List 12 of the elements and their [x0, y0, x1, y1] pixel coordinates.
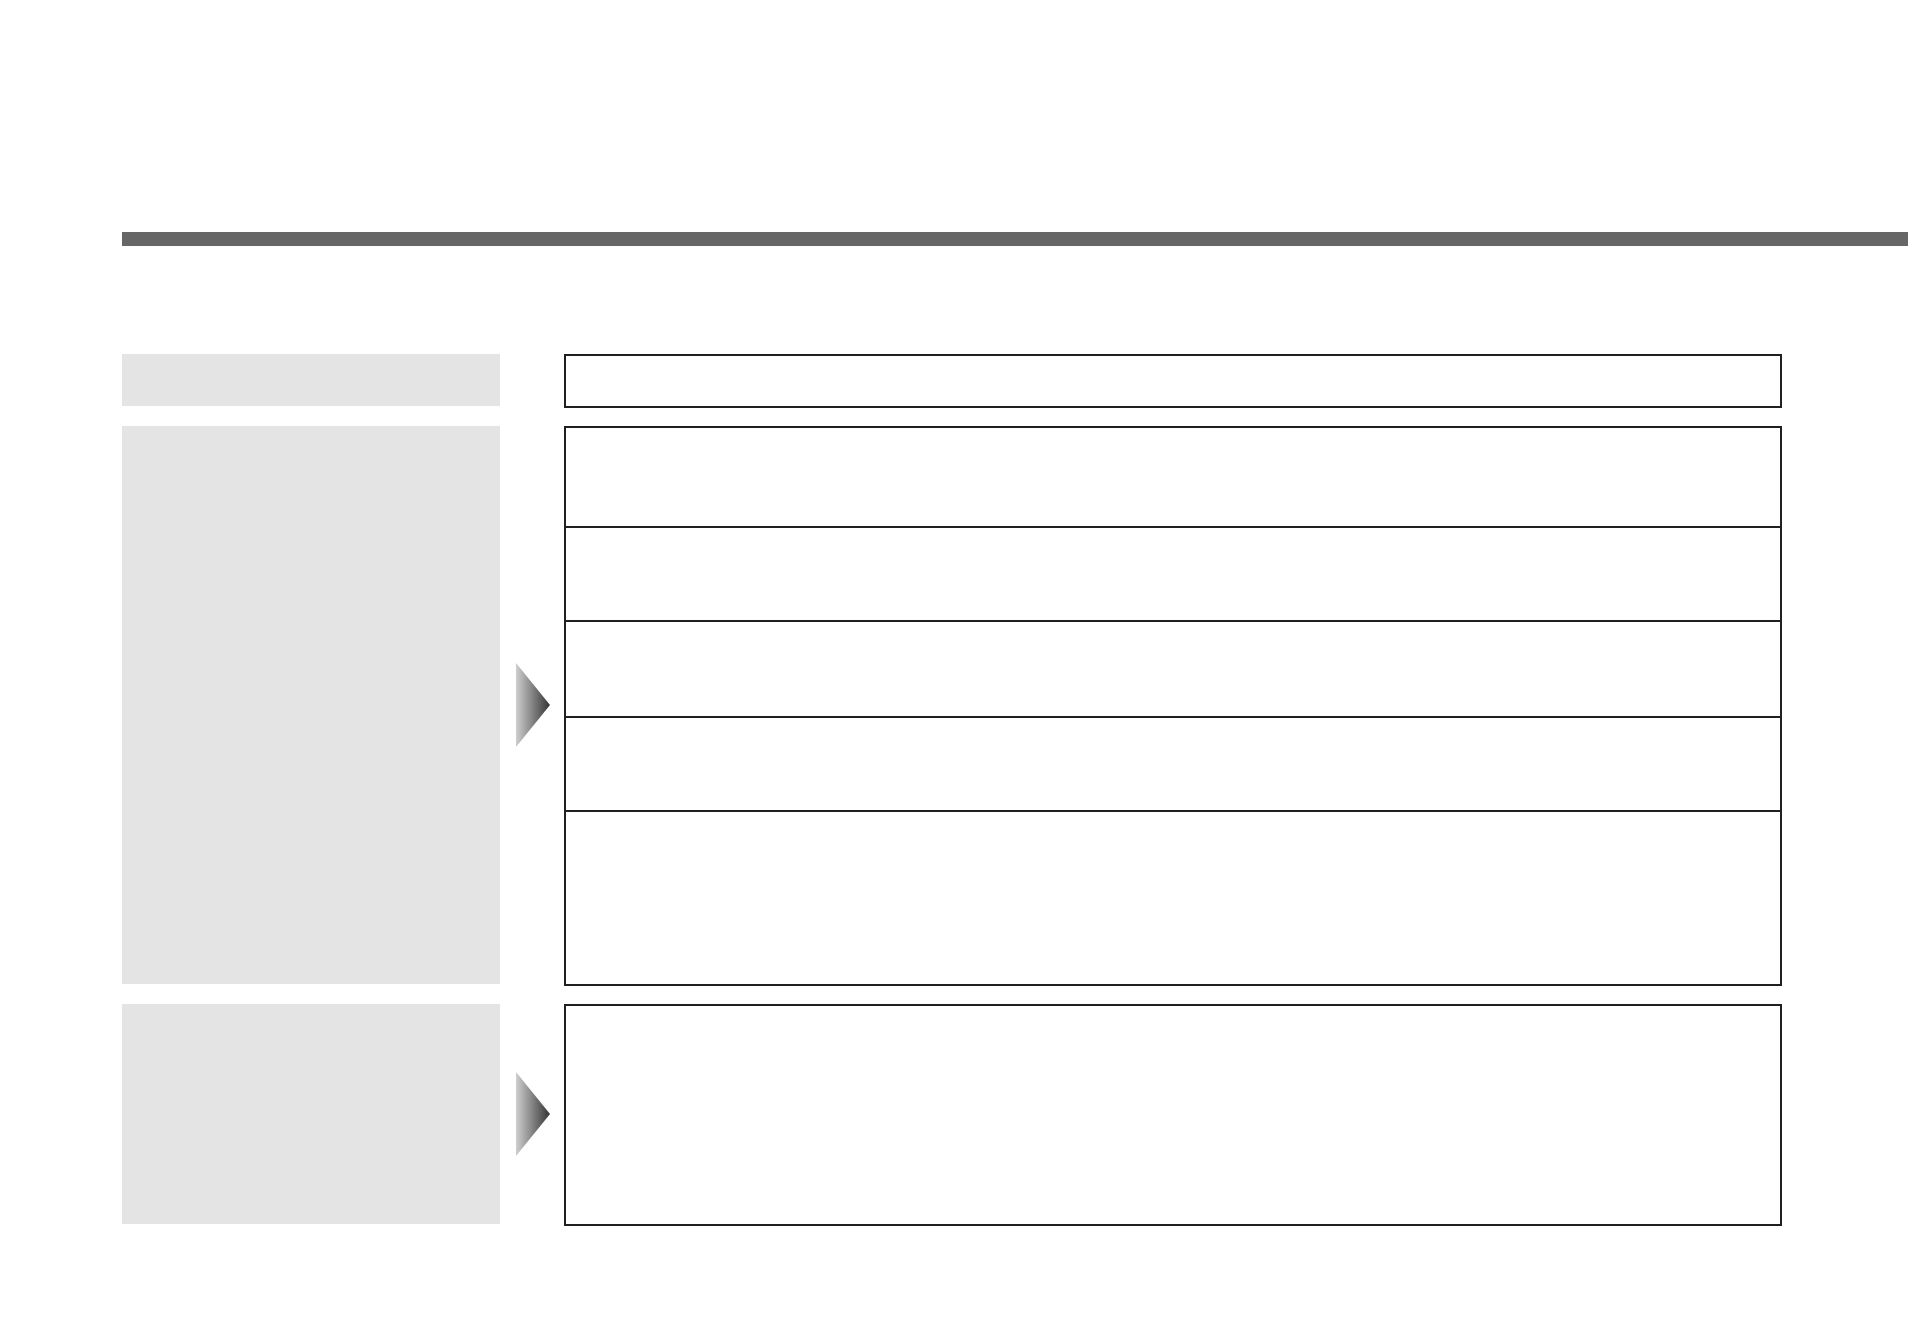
outlined-box: [564, 620, 1782, 719]
outlined-box: [564, 716, 1782, 813]
shaded-panel: [122, 1004, 500, 1224]
outlined-box: [564, 810, 1782, 986]
chevron-arrow: [516, 663, 550, 747]
outlined-box: [564, 526, 1782, 623]
outlined-box: [564, 1004, 1782, 1226]
shaded-panel: [122, 354, 500, 406]
outlined-box: [564, 354, 1782, 408]
shaded-panel: [122, 426, 500, 984]
outlined-box: [564, 426, 1782, 529]
chevron-arrow: [516, 1072, 550, 1156]
